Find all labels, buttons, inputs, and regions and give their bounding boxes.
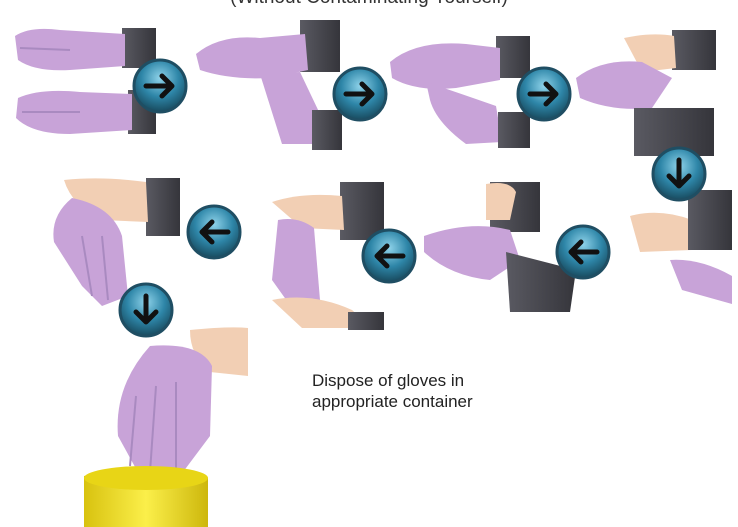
down-arrow-icon (651, 146, 707, 202)
step-1-next-button[interactable] (132, 58, 188, 114)
dispose-caption: Dispose of gloves in appropriate contain… (312, 370, 473, 412)
left-arrow-icon (361, 228, 417, 284)
step-8-dispose-bin-image (80, 326, 255, 527)
down-arrow-icon (118, 282, 174, 338)
step-6-prev-button[interactable] (361, 228, 417, 284)
right-arrow-icon (332, 66, 388, 122)
right-arrow-icon (132, 58, 188, 114)
step-4-down-button[interactable] (651, 146, 707, 202)
step-3-peel-glove-image (386, 22, 536, 152)
step-2-pinch-cuff-image (190, 14, 350, 154)
caption-line-1: Dispose of gloves in (312, 370, 473, 391)
caption-line-2: appropriate container (312, 391, 473, 412)
step-3-next-button[interactable] (516, 66, 572, 122)
step-4-glove-removed-image (572, 28, 722, 158)
step-8-down-button[interactable] (118, 282, 174, 338)
right-arrow-icon (516, 66, 572, 122)
left-arrow-icon (555, 224, 611, 280)
step-7-prev-button[interactable] (186, 204, 242, 260)
step-2-next-button[interactable] (332, 66, 388, 122)
step-5-prev-button[interactable] (555, 224, 611, 280)
left-arrow-icon (186, 204, 242, 260)
